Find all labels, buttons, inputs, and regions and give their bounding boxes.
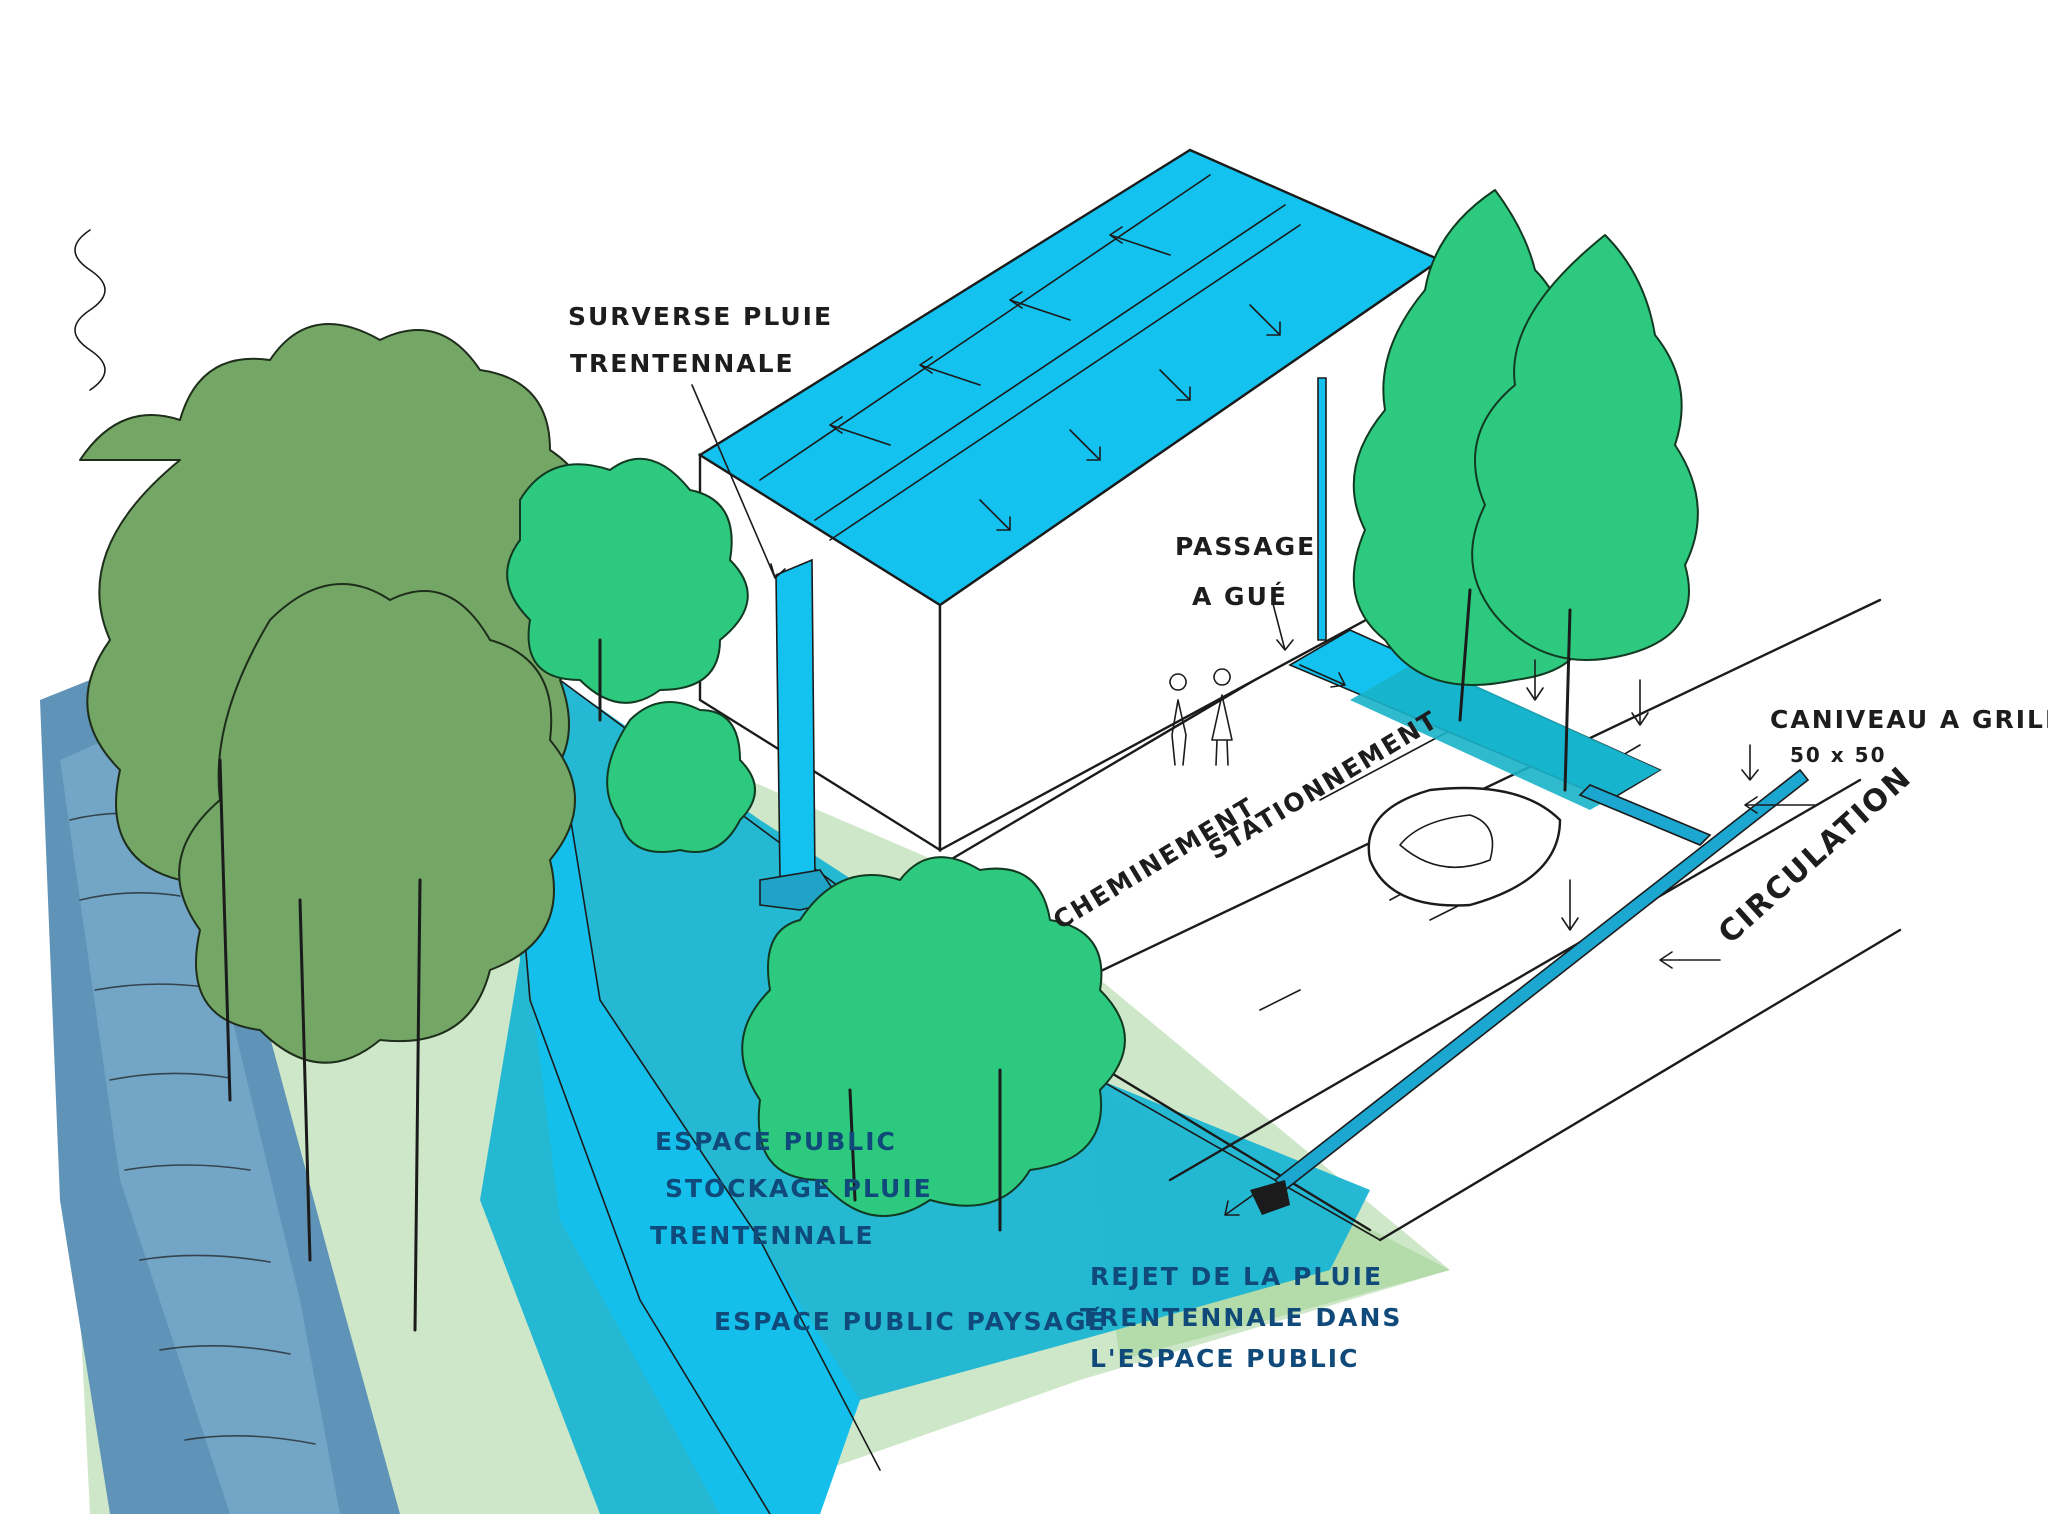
label-passage-1: PASSAGE <box>1175 532 1316 561</box>
label-caniveau-2: 50 x 50 <box>1790 743 1887 767</box>
pedestrians <box>1169 668 1233 766</box>
downpipe <box>1317 377 1327 641</box>
label-cheminement: CHEMINEMENT <box>1048 792 1260 936</box>
label-surverse-1: SURVERSE PLUIE <box>568 302 833 331</box>
leader-lines <box>691 384 1759 781</box>
trees-left-large <box>79 323 597 1332</box>
swale-channel <box>490 520 860 1514</box>
label-circulation: CIRCULATION <box>1712 760 1919 951</box>
label-espace-public-2: STOCKAGE PLUIE <box>665 1174 933 1203</box>
trees-foreground-bright <box>741 856 1126 1232</box>
conifers-right <box>1352 189 1699 792</box>
label-surverse-2: TRENTENNALE <box>570 349 795 378</box>
ground-flow-arrows <box>1224 659 1816 1216</box>
parked-car <box>1367 786 1562 907</box>
river-highlight <box>60 720 340 1514</box>
gutter-outlet <box>1250 1180 1290 1215</box>
label-espace-paysage: ESPACE PUBLIC PAYSAGÉ <box>714 1307 1107 1336</box>
squiggle-decoration <box>74 229 106 391</box>
tree-small-left <box>506 457 756 853</box>
planting-strip <box>1350 660 1660 810</box>
label-rejet-2: TRENTENNALE DANS <box>1080 1303 1402 1332</box>
ford-passage <box>1288 629 1662 810</box>
overflow-waterfall <box>775 558 816 881</box>
label-espace-public-1: ESPACE PUBLIC <box>655 1127 897 1156</box>
label-passage-2: A GUÉ <box>1192 582 1288 611</box>
label-rejet-3: L'ESPACE PUBLIC <box>1090 1344 1359 1373</box>
grate-gutter <box>1250 768 1810 1215</box>
roof-flow-arrows <box>829 226 1281 531</box>
building <box>697 148 1443 911</box>
label-rejet-1: REJET DE LA PLUIE <box>1090 1262 1383 1291</box>
river <box>40 650 400 1514</box>
label-caniveau-1: CANIVEAU A GRILLE <box>1770 705 2048 734</box>
label-espace-public-3: TRENTENNALE <box>650 1221 875 1250</box>
